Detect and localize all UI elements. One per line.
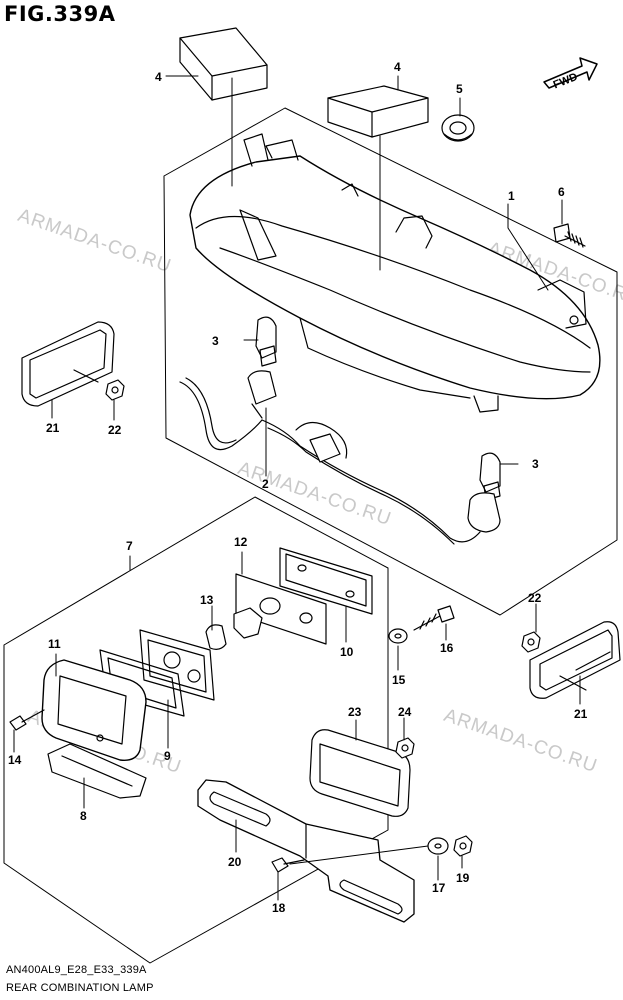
callout-18: 18: [272, 901, 286, 915]
callout-17: 17: [432, 881, 446, 895]
leader-lines: [13, 75, 581, 901]
callout-1: 1: [508, 189, 515, 203]
nut-part-22a: [105, 379, 125, 401]
plate-part-12: [235, 573, 327, 645]
reflector-part-21a: [21, 321, 115, 407]
callout-13: 13: [200, 593, 214, 607]
callout-10: 10: [340, 645, 354, 659]
callout-19: 19: [456, 871, 470, 885]
callout-22a: 22: [108, 423, 122, 437]
callout-24: 24: [398, 705, 412, 719]
reflector-part-21b: [529, 621, 621, 699]
washer-part-15: [388, 628, 408, 644]
nut-part-22b: [521, 631, 541, 653]
wiring-harness-part-2: [179, 370, 501, 545]
callout-numbers: 1 2 3 3 4 4 5 6 7 8 9 10 11 12 13 14 15 …: [8, 60, 588, 915]
callout-6: 6: [558, 185, 565, 199]
callout-4a: 4: [155, 70, 162, 84]
screw-part-14: [9, 709, 45, 731]
assembly-1-outline: [163, 107, 618, 616]
rear-lamp-housing-part-1: [189, 133, 601, 413]
callout-14: 14: [8, 753, 22, 767]
callout-12: 12: [234, 535, 248, 549]
bracket-part-20: [197, 779, 415, 923]
license-lamp-lens-part-11: [41, 659, 147, 761]
callout-3a: 3: [212, 334, 219, 348]
callout-8: 8: [80, 809, 87, 823]
callout-4b: 4: [394, 60, 401, 74]
bolt-part-18: [271, 857, 305, 873]
figure-caption: REAR COMBINATION LAMP: [6, 982, 154, 994]
pad-part-4a: [179, 27, 268, 101]
screw-part-16: [413, 605, 455, 631]
callout-3b: 3: [532, 457, 539, 471]
bulb-part-13: [205, 607, 263, 650]
callout-11: 11: [48, 637, 61, 651]
callout-2: 2: [262, 477, 269, 491]
assembly-7-outline: [3, 496, 389, 964]
callout-20: 20: [228, 855, 242, 869]
callout-22b: 22: [528, 591, 542, 605]
fwd-arrow-icon: FWD: [543, 57, 598, 92]
grommet-part-5: [441, 114, 475, 142]
callout-5: 5: [456, 82, 463, 96]
callout-15: 15: [392, 673, 406, 687]
lens-cover-part-8: [47, 743, 147, 799]
socket-housing-part-9: [139, 629, 215, 701]
callout-23: 23: [348, 705, 362, 719]
callout-21a: 21: [46, 421, 60, 435]
figure-title: FIG.339A: [4, 2, 116, 26]
screw-part-6: [553, 223, 586, 248]
callout-16: 16: [440, 641, 454, 655]
washer-part-17: [427, 837, 449, 855]
callout-9: 9: [164, 749, 171, 763]
figure-code: AN400AL9_E28_E33_339A: [6, 964, 147, 976]
fwd-label: FWD: [552, 71, 580, 92]
nut-part-24: [395, 737, 415, 759]
callout-21b: 21: [574, 707, 588, 721]
gasket-part-10: [279, 547, 373, 615]
pad-part-4b: [327, 85, 429, 138]
reflector-part-23: [309, 729, 411, 817]
bulb-part-3a: [255, 316, 277, 367]
nut-part-19: [453, 835, 473, 857]
callout-7: 7: [126, 539, 133, 553]
